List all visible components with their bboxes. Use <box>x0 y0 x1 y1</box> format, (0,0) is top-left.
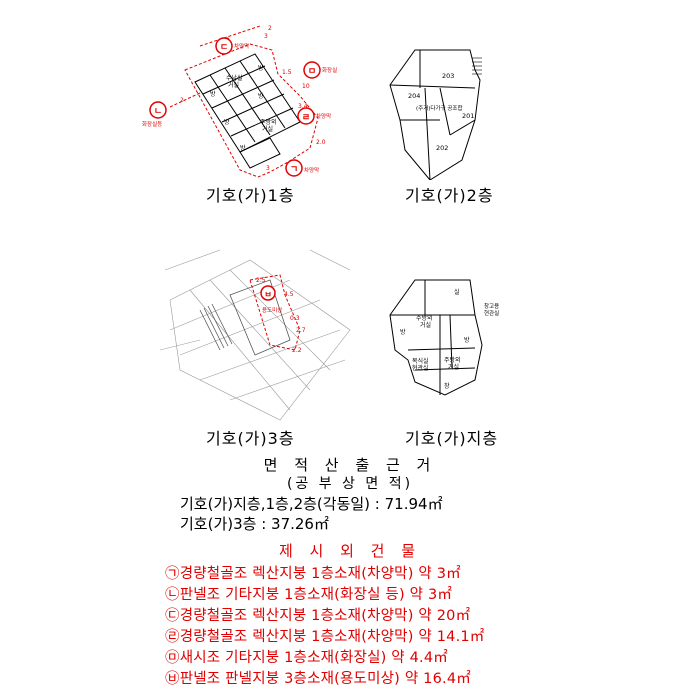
excluded-item: ㉣경량철골조 렉산지붕 1층소재(차양막) 약 14.1㎡ <box>165 629 485 645</box>
marker-g <box>285 159 303 177</box>
svg-text:2: 2 <box>268 25 272 32</box>
svg-text:화장실등: 화장실등 <box>142 120 162 128</box>
basement-label: 기호(가)지층 <box>405 429 499 448</box>
excluded-item: ㉠경량철골조 렉산지붕 1층소재(차양막) 약 3㎡ <box>165 566 461 582</box>
svg-text:창: 창 <box>444 382 450 390</box>
floor2-label: 기호(가)2층 <box>405 186 494 205</box>
svg-text:현관실: 현관실 <box>412 364 429 372</box>
room-label: 수납실 <box>226 74 243 82</box>
floor2-plan: 203 204 (주거)다가구 공조합 201 202 <box>389 49 482 180</box>
svg-text:2.2: 2.2 <box>292 347 302 354</box>
svg-text:ㅁ: ㅁ <box>308 67 316 77</box>
svg-text:거실: 거실 <box>228 81 239 89</box>
svg-text:2.7: 2.7 <box>296 327 306 334</box>
svg-text:3: 3 <box>264 33 268 40</box>
svg-text:(주거)다가구 공조합: (주거)다가구 공조합 <box>416 104 463 112</box>
area-calc-subtitle: (공 부 상 면 적) <box>286 476 414 492</box>
svg-text:201: 201 <box>462 112 474 120</box>
svg-text:202: 202 <box>436 144 448 152</box>
excluded-item: ㉡판넬조 기타지붕 1층소재(화장실 등) 약 3㎡ <box>165 587 453 603</box>
svg-text:ㅂ: ㅂ <box>264 290 271 299</box>
marker-n <box>149 101 167 119</box>
svg-text:204: 204 <box>408 92 420 100</box>
svg-text:차양막: 차양막 <box>316 112 331 120</box>
floor1-plan: 수납실 거실 방 방 방 방 주방외 거실 방 10 2 1.5 10 3.4 … <box>142 25 337 178</box>
svg-text:ㄷ: ㄷ <box>220 43 228 53</box>
svg-text:거실: 거실 <box>420 321 431 329</box>
svg-text:방: 방 <box>400 328 406 336</box>
svg-text:2: 2 <box>180 97 184 104</box>
svg-text:2.5: 2.5 <box>256 277 266 284</box>
svg-text:복식실: 복식실 <box>412 357 429 365</box>
svg-text:방: 방 <box>464 336 470 344</box>
floor3-label: 기호(가)3층 <box>206 429 295 448</box>
svg-text:차양막: 차양막 <box>234 42 249 50</box>
svg-text:주방외: 주방외 <box>444 356 461 364</box>
svg-text:4.5: 4.5 <box>284 291 294 298</box>
svg-text:2.0: 2.0 <box>316 139 326 146</box>
svg-text:10: 10 <box>302 83 310 90</box>
basement-plan: 실 방 주방외 거실 방 주방외 거실 복식실 현관실 창 창고용 현관실 <box>389 279 499 396</box>
area-line-1: 기호(가)지층,1층,2층(각동일) : 71.94㎡ <box>180 495 443 513</box>
svg-text:3: 3 <box>266 165 270 172</box>
svg-text:ㄱ: ㄱ <box>290 165 298 175</box>
svg-text:방: 방 <box>210 90 216 98</box>
area-calc-title: 면 적 산 출 근 거 <box>263 456 437 474</box>
svg-text:화장실: 화장실 <box>322 66 337 74</box>
svg-text:창고용: 창고용 <box>484 302 499 310</box>
svg-text:주방외: 주방외 <box>416 314 433 322</box>
svg-text:거실: 거실 <box>448 363 459 371</box>
svg-text:1.5: 1.5 <box>282 69 292 76</box>
area-line-2: 기호(가)3층 : 37.26㎡ <box>180 515 329 533</box>
marker-b <box>260 285 276 301</box>
svg-text:실: 실 <box>454 288 460 296</box>
svg-text:203: 203 <box>442 72 454 80</box>
marker-r <box>297 107 315 125</box>
excluded-title: 제 시 외 건 물 <box>278 542 422 560</box>
svg-text:방: 방 <box>258 64 264 72</box>
svg-text:주방외: 주방외 <box>260 118 277 126</box>
svg-text:현관실: 현관실 <box>484 309 499 317</box>
svg-text:방: 방 <box>240 144 246 152</box>
excluded-item: ㉥판넬조 판넬지붕 3층소재(용도미상) 약 16.4㎡ <box>165 671 471 687</box>
svg-text:3.4: 3.4 <box>298 103 308 110</box>
floor1-label: 기호(가)1층 <box>206 186 295 205</box>
svg-text:방: 방 <box>224 118 230 126</box>
svg-text:차양막: 차양막 <box>304 166 319 174</box>
svg-text:0.3: 0.3 <box>290 315 300 322</box>
svg-text:ㄹ: ㄹ <box>302 113 310 123</box>
svg-text:방: 방 <box>258 92 264 100</box>
excluded-item: ㉤새시조 기타지붕 1층소재(화장실) 약 4.4㎡ <box>165 650 448 666</box>
marker-c <box>215 37 233 55</box>
svg-text:용도미상: 용도미상 <box>262 306 282 314</box>
excluded-item: ㉢경량철골조 렉산지붕 1층소재(차양막) 약 20㎡ <box>165 608 471 624</box>
svg-text:ㄴ: ㄴ <box>154 107 162 117</box>
svg-text:거실: 거실 <box>262 125 273 133</box>
floor3-plan: ㅂ 2.5 4.5 0.3 2.7 2.2 용도미상 <box>160 249 351 421</box>
marker-m <box>303 61 321 79</box>
